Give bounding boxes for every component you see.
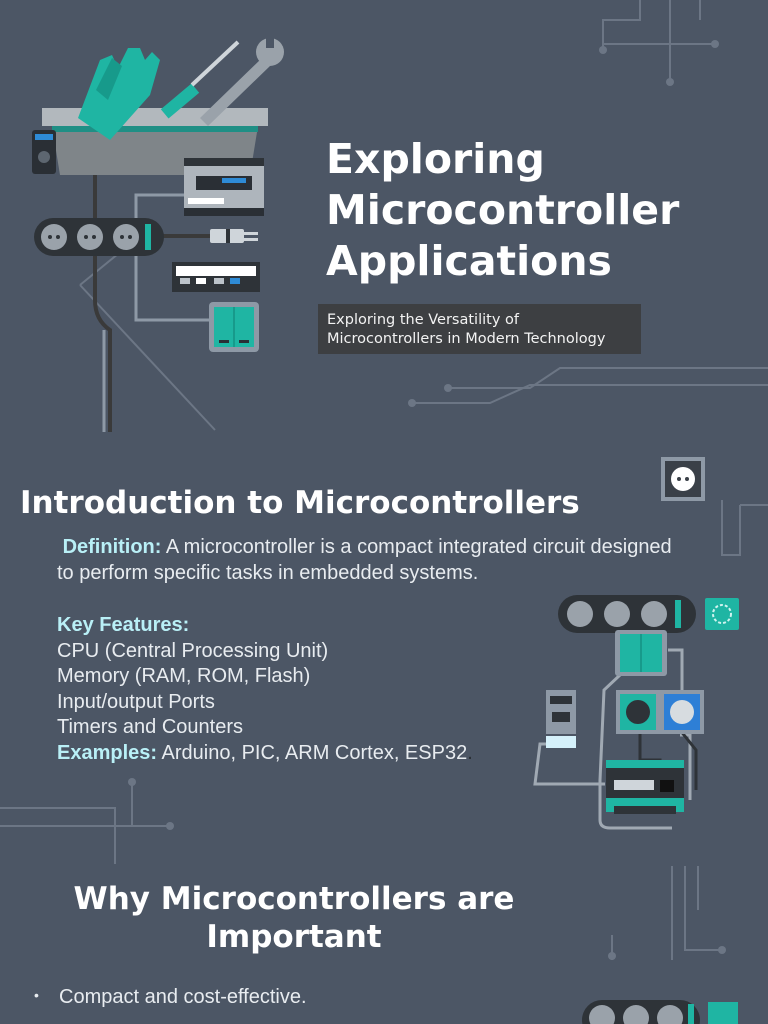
- circuit-breaker-icon: [172, 262, 260, 292]
- electrical-panel-icon: [184, 158, 264, 216]
- feature-item: Input/output Ports: [57, 690, 215, 713]
- definition-label: Definition:: [62, 536, 162, 558]
- definition-text: A microcontroller is a compact integrate…: [161, 536, 672, 558]
- power-strip-icon: [558, 595, 696, 633]
- features-list: Key Features: CPU (Central Processing Un…: [57, 613, 527, 766]
- feature-item: Memory (RAM, ROM, Flash): [57, 665, 311, 687]
- intro-heading: Introduction to Microcontrollers: [20, 485, 580, 521]
- light-switch-icon: [209, 302, 259, 352]
- wall-socket-icon: [705, 598, 739, 630]
- gloves-icon: [78, 48, 160, 140]
- light-switch-icon: [615, 630, 667, 676]
- circuit-breaker-icon: [546, 690, 576, 748]
- feature-item: Timers and Counters: [57, 716, 243, 738]
- features-label: Key Features:: [57, 614, 190, 636]
- multimeter-icon: [32, 130, 56, 174]
- bullet-icon: •: [34, 987, 39, 1003]
- bullet-item: • Compact and cost-effective.: [34, 983, 307, 1011]
- tools-illustration: [32, 34, 284, 432]
- title-line-2: Microcontroller: [326, 186, 680, 234]
- why-heading: Why Microcontrollers are Important: [40, 880, 548, 956]
- examples-row: Examples: Arduino, PIC, ARM Cortex, ESP3…: [57, 741, 527, 767]
- wall-socket-icon: [661, 457, 705, 501]
- definition-text-2: to perform specific tasks in embedded sy…: [57, 561, 479, 584]
- feature-item: CPU (Central Processing Unit): [57, 639, 329, 662]
- electrical-panel-icon: [606, 760, 684, 814]
- power-strip-icon: [582, 1000, 738, 1024]
- title-line-1: Exploring: [326, 135, 545, 183]
- wall-socket-icon: [616, 690, 704, 734]
- subtitle-line-2: Microcontrollers in Modern Technology: [327, 331, 606, 347]
- power-strip-icon: [34, 218, 164, 256]
- examples-text: Arduino, PIC, ARM Cortex, ESP32: [157, 741, 468, 764]
- wrench-icon: [200, 34, 284, 126]
- why-heading-line-2: Important: [206, 919, 382, 955]
- screwdriver-icon: [160, 40, 240, 119]
- examples-label: Examples:: [57, 741, 158, 764]
- subtitle-box: Exploring the Versatility of Microcontro…: [318, 304, 641, 354]
- why-heading-line-1: Why Microcontrollers are: [73, 881, 515, 917]
- definition-paragraph: Definition: A microcontroller is a compa…: [57, 535, 727, 586]
- presentation-title: Exploring Microcontroller Applications: [326, 134, 746, 287]
- examples-tail: .: [467, 741, 473, 764]
- title-line-3: Applications: [326, 237, 612, 285]
- bullet-text: Compact and cost-effective.: [59, 986, 307, 1008]
- subtitle-line-1: Exploring the Versatility of: [327, 312, 519, 328]
- plug-icon: [210, 229, 258, 243]
